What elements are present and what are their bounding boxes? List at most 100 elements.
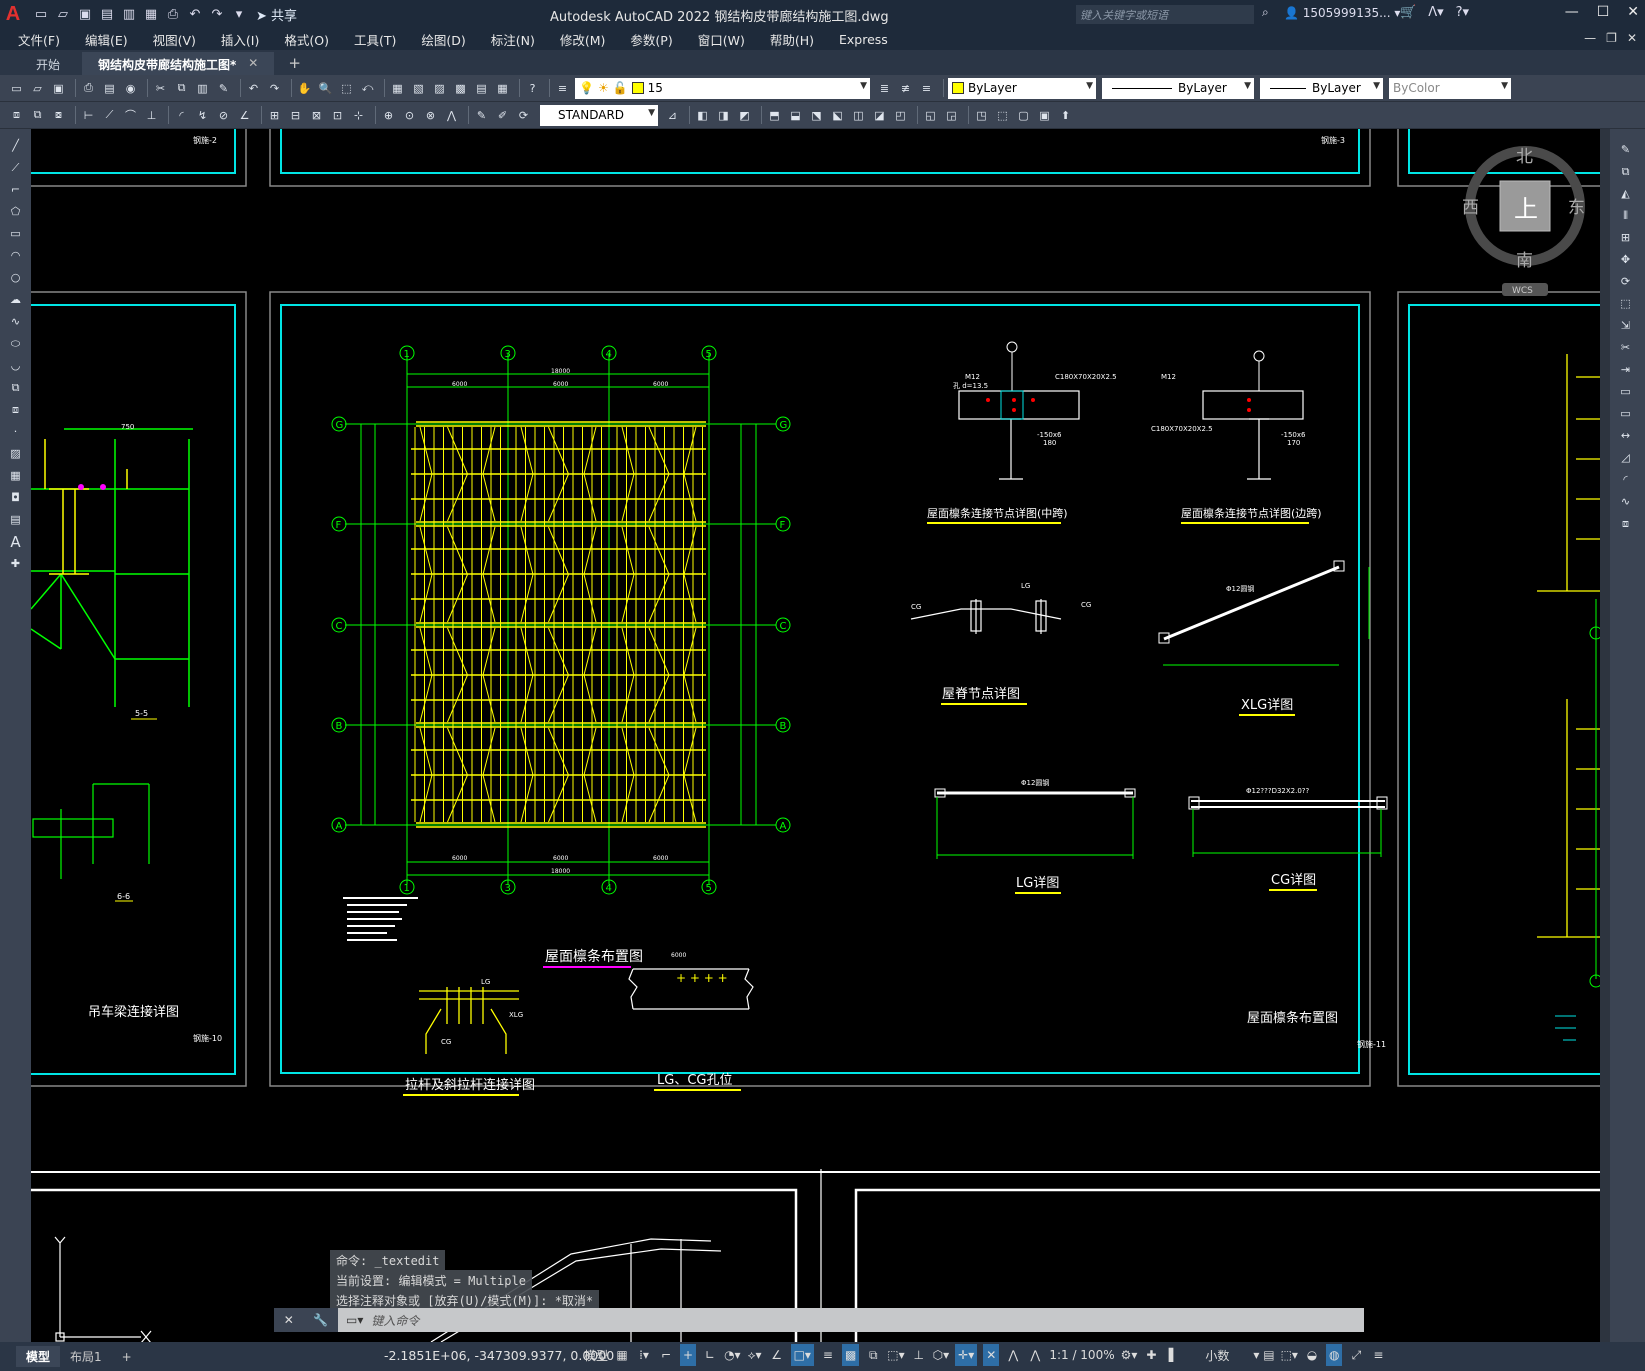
array-icon[interactable]: ⊞ <box>1620 231 1631 244</box>
wcs-menu[interactable]: WCS <box>1512 286 1533 296</box>
isodraft-icon[interactable]: ⟡▾ <box>747 1347 762 1362</box>
transparency-icon[interactable]: ▩ <box>841 1344 860 1366</box>
open-file-icon[interactable]: ▱ <box>58 6 68 22</box>
lock-ui-icon[interactable]: ⬚▾ <box>1280 1348 1298 1362</box>
tab-close-icon[interactable]: ✕ <box>248 56 259 70</box>
selection-cycling-icon[interactable]: ⧉ <box>869 1347 878 1362</box>
slice-icon[interactable]: ◱ <box>925 108 936 122</box>
polar-icon[interactable]: ◔▾ <box>724 1348 741 1362</box>
offset-icon[interactable]: ⫴ <box>1623 208 1628 222</box>
construction-line-icon[interactable]: ⟋ <box>11 160 20 174</box>
tool-palettes-icon[interactable]: ▨ <box>434 81 445 95</box>
copy-icon[interactable]: ⧉ <box>1621 164 1630 178</box>
hatch-icon[interactable]: ▨ <box>10 447 21 460</box>
clean-screen-icon[interactable]: ⤢ <box>1351 1347 1362 1362</box>
command-input[interactable]: 键入命令 <box>371 1313 420 1328</box>
ellipse-arc-icon[interactable]: ◡ <box>10 359 21 372</box>
menu-tools[interactable]: 工具(T) <box>353 32 397 48</box>
arc-length-icon[interactable]: ⌒ <box>125 109 136 122</box>
join-icon[interactable]: ↔ <box>1620 429 1631 442</box>
design-center-icon[interactable]: ▧ <box>413 81 424 95</box>
autocad-logo[interactable]: A <box>5 2 21 25</box>
snap-icon[interactable]: ⁞▾ <box>639 1348 649 1362</box>
save-icon[interactable]: ▣ <box>53 81 64 95</box>
customization-icon[interactable]: ≡ <box>1373 1348 1384 1362</box>
spline-icon[interactable]: ∿ <box>10 315 21 328</box>
redo-icon[interactable]: ↷ <box>269 81 280 95</box>
layer-previous-icon[interactable]: ≢ <box>900 81 911 95</box>
shell-icon[interactable]: ▢ <box>1018 108 1029 122</box>
menu-help[interactable]: 帮助(H) <box>769 32 814 48</box>
gizmo-icon[interactable]: ✛▾ <box>955 1344 978 1366</box>
break-at-point-icon[interactable]: ▭ <box>1620 385 1631 398</box>
a360-icon[interactable]: Ʌ▾ <box>1428 5 1444 20</box>
explode-icon[interactable]: ⧈ <box>1622 516 1629 530</box>
polygon-icon[interactable]: ⬠ <box>10 205 21 218</box>
quick-properties-icon[interactable]: ▾ ▤ <box>1253 1348 1275 1362</box>
gradient-icon[interactable]: ▦ <box>10 469 21 482</box>
maximize-icon[interactable]: ☐ <box>1596 4 1610 20</box>
dim-edit-icon[interactable]: ✎ <box>476 108 487 122</box>
mirror-icon[interactable]: ◭ <box>1621 187 1630 200</box>
table-icon[interactable]: ▤ <box>10 513 21 526</box>
units-icon[interactable]: ▌ <box>1168 1348 1178 1362</box>
thicken-icon[interactable]: ◲ <box>946 108 957 122</box>
ellipse-icon[interactable]: ⬭ <box>10 336 21 350</box>
add-selected-icon[interactable]: ✚ <box>10 557 21 570</box>
mtext-icon[interactable]: A <box>10 532 21 551</box>
cursor-coordinates[interactable]: -2.1851E+06, -347309.9377, 0.0000 <box>384 1348 615 1363</box>
isolate-objects-icon[interactable]: ◒ <box>1306 1348 1318 1362</box>
color-dropdown[interactable]: ByLayer ▼ <box>948 77 1096 99</box>
subtract-icon[interactable]: ◪ <box>874 108 885 122</box>
trim-icon[interactable]: ✂ <box>1620 341 1631 354</box>
point-icon[interactable]: · <box>13 425 18 438</box>
chamfer-icon[interactable]: ◿ <box>1621 451 1630 464</box>
menu-draw[interactable]: 绘图(D) <box>421 32 466 48</box>
stretch-icon[interactable]: ⇲ <box>1620 319 1631 332</box>
erase-icon[interactable]: ✎ <box>1620 143 1631 156</box>
quick-dim-icon[interactable]: ⊞ <box>269 108 280 122</box>
save-icon[interactable]: ▣ <box>78 6 92 22</box>
infer-constraints-icon[interactable]: ⌐ <box>660 1348 672 1362</box>
make-current-icon[interactable]: ≣ <box>879 81 890 95</box>
insert-block-icon[interactable]: ⧉ <box>11 380 20 394</box>
3d-osnap-icon[interactable]: ⬚▾ <box>887 1348 905 1362</box>
help-icon[interactable]: ? <box>529 81 536 95</box>
dim-update-icon[interactable]: ⟳ <box>518 108 529 122</box>
tab-layout1[interactable]: 布局1 <box>70 1350 102 1364</box>
circle-icon[interactable]: ○ <box>10 271 21 284</box>
dim-style-dropdown[interactable]: STANDARD ▼ <box>540 104 658 126</box>
flatshot-icon[interactable]: ⬚ <box>997 108 1008 122</box>
center-mark-icon[interactable]: ⊙ <box>404 108 415 122</box>
lineweight-dropdown[interactable]: ByLayer ▼ <box>1260 77 1383 99</box>
doc-restore-icon[interactable]: ❐ <box>1606 31 1617 45</box>
pan-icon[interactable]: ✋ <box>297 81 312 95</box>
command-customize-icon[interactable]: 🔧 <box>313 1313 329 1327</box>
extrude-icon[interactable]: ⬒ <box>769 108 780 122</box>
zoom-realtime-icon[interactable]: 🔍 <box>318 81 333 95</box>
vertical-scrollbar[interactable] <box>1600 129 1610 1342</box>
menu-dimension[interactable]: 标注(N) <box>490 32 535 48</box>
region-icon[interactable]: ◘ <box>11 491 20 504</box>
view-cube-north[interactable]: 北 <box>1516 147 1533 167</box>
object-snap-tracking-icon[interactable]: ∠ <box>771 1348 782 1362</box>
customize-dropdown-icon[interactable]: ▾ <box>235 6 243 22</box>
jogged-linear-icon[interactable]: ⋀ <box>446 108 457 122</box>
annotation-scale-icon[interactable]: ⋀ <box>1030 1348 1041 1362</box>
qnew-icon[interactable]: ▭ <box>11 81 22 95</box>
ordinate-icon[interactable]: ⊥ <box>146 108 157 122</box>
user-account[interactable]: 👤 1505999135... ▾ <box>1284 6 1401 20</box>
command-close-icon[interactable]: ✕ <box>283 1313 294 1327</box>
annotation-scale-value[interactable]: 1:1 / 100% <box>1049 1348 1115 1362</box>
minimize-icon[interactable]: — <box>1564 4 1579 20</box>
dim-style-icon[interactable]: ⊿ <box>667 108 678 122</box>
revolve-icon[interactable]: ⬓ <box>790 108 801 122</box>
share-button[interactable]: ➤ 共享 <box>256 8 298 24</box>
rotate-icon[interactable]: ⟳ <box>1620 275 1631 288</box>
drawing-canvas[interactable]: 钢施-2 钢施-3 750 5-5 <box>30 129 1603 1344</box>
wedge-icon[interactable]: ◨ <box>718 108 729 122</box>
dim-text-edit-icon[interactable]: ✐ <box>497 108 508 122</box>
zoom-previous-icon[interactable]: ⤺ <box>361 81 374 94</box>
inspect-icon[interactable]: ⊗ <box>425 108 436 122</box>
annotation-visibility-icon[interactable]: ✕ <box>983 1344 1000 1366</box>
